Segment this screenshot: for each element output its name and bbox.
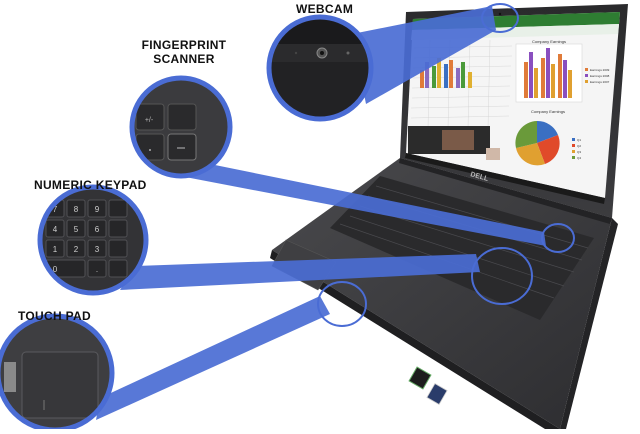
webcam-zoom [266,14,374,122]
numeric-keypad-label: NUMERIC KEYPAD [34,178,147,192]
fingerprint-label-line1: FINGERPRINT [141,38,227,52]
numpad-key [87,199,107,218]
webcam-connector [352,6,496,104]
numpad-zoom: 7 8 9 4 5 6 1 2 3 0. [37,184,149,296]
numpad-key [66,239,86,258]
pie-legend-q4: Q4 [577,156,581,160]
numpad-key [108,259,128,278]
numpad-key [108,199,128,218]
touchpad-surface [21,351,99,419]
earnings-bar-chart: Company Earnings Earnings 2009 Earnings … [515,39,610,103]
pie-legend-q2: Q2 [577,144,581,148]
touchpad-zoom [0,313,115,433]
bar-chart-title: Company Earnings [532,39,566,44]
numpad-key-label: 6 [95,225,100,234]
numpad-key [87,219,107,238]
numpad-key [87,259,107,278]
numpad-key [66,199,86,218]
numpad-key [87,239,107,258]
numpad-key [108,239,128,258]
dell-logo: DELL [469,171,489,183]
numpad-key-label: 4 [53,225,58,234]
pie-legend-q3: Q3 [577,150,581,154]
earnings-pie-chart: Company Earnings Q1 Q2 Q3 Q4 [515,109,581,166]
legend-item-2008: Earnings 2008 [590,74,610,78]
touchpad-connector [96,296,330,420]
webcam-label: WEBCAM [296,2,354,16]
numpad-key-label: 3 [95,245,100,254]
numpad-key-label: 1 [53,245,58,254]
numpad-key-label: . [96,265,98,274]
numpad-key-label: 0 [53,265,58,274]
pie-chart-title: Company Earnings [531,109,565,114]
pie-legend-q1: Q1 [577,138,581,142]
fingerprint-scanner-label: FINGERPRINT SCANNER [136,38,232,66]
numpad-target-circle [471,247,533,305]
numpad-key-label: 8 [74,205,79,214]
svg-text:+/-: +/- [145,117,154,124]
numpad-key-label: 2 [74,245,79,254]
numpad-key [66,219,86,238]
numpad-key [108,219,128,238]
numpad-key-label: 5 [74,225,79,234]
fingerprint-connector [180,164,546,246]
fingerprint-zoom: +/- [129,75,233,179]
small-bar-chart [420,58,472,88]
touch-pad-label: TOUCH PAD [18,309,91,323]
numpad-connector [120,254,480,290]
fingerprint-label-line2: SCANNER [153,52,215,66]
numpad-key-label: 7 [53,205,58,214]
numpad-key [45,219,65,238]
legend-item-2007: Earnings 2007 [590,80,610,84]
legend-item-2009: Earnings 2009 [590,68,610,72]
numpad-key-label: 9 [95,205,100,214]
fingerprint-sensor-key [167,133,197,161]
numpad-key [45,239,65,258]
